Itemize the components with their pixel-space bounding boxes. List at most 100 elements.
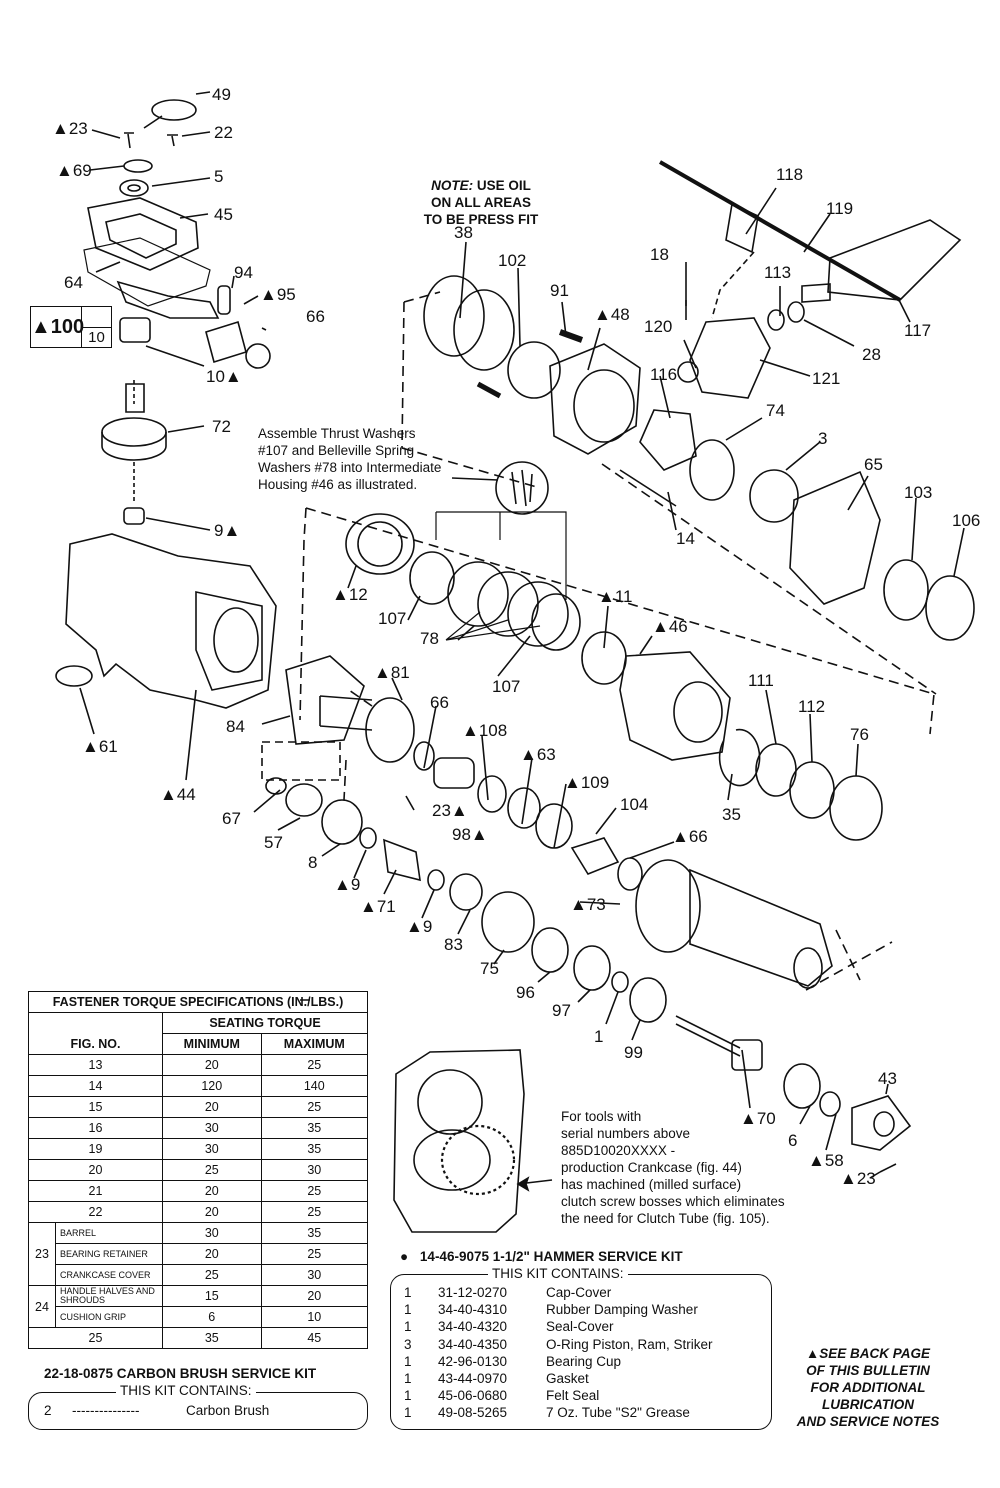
part-label-78: 78	[420, 629, 439, 648]
torque-fig-cell: 13	[28, 1054, 163, 1076]
part-label-70: ▲70	[740, 1109, 776, 1128]
part-label-38: 38	[454, 223, 473, 242]
back-page-note: ▲SEE BACK PAGE OF THIS BULLETIN FOR ADDI…	[782, 1345, 954, 1430]
hammer-kit-desc: Felt Seal	[546, 1388, 600, 1404]
seating-torque-header: SEATING TORQUE	[162, 1012, 368, 1034]
barrel-shape	[689, 868, 833, 987]
hammer-kit-desc: 7 Oz. Tube "S2" Grease	[546, 1405, 690, 1421]
hammer-kit-part: 34-40-4350	[438, 1336, 508, 1352]
part-104-shape	[570, 837, 620, 875]
part-label-95: ▲95	[260, 285, 296, 304]
torque-fig-cell: 14	[28, 1075, 163, 1097]
clamp-121-shape	[689, 317, 771, 399]
part-label-109: ▲109	[564, 773, 610, 792]
part-label-91: 91	[550, 281, 569, 300]
hammer-kit-qty: 3	[404, 1336, 412, 1352]
part-100-box-bottom: 10	[82, 327, 111, 348]
back-note-line-1: ▲SEE BACK PAGE	[805, 1346, 931, 1361]
clutch-96-shape	[531, 927, 569, 973]
part-label-10: 10▲	[206, 367, 242, 386]
part-label-83: 83	[444, 935, 463, 954]
retaining-ring-69-shape	[123, 159, 153, 173]
hammer-kit-part: 34-40-4320	[438, 1319, 508, 1335]
part-label-12: ▲12	[332, 585, 368, 604]
oil-note: NOTE: USE OIL ON ALL AREAS TO BE PRESS F…	[412, 177, 550, 228]
hammer-kit-part: 45-06-0680	[438, 1388, 508, 1404]
band-116-shape	[639, 409, 697, 471]
retainer-43-shape	[851, 1095, 912, 1151]
part-label-113: 113	[764, 263, 792, 282]
gear-73-shape	[635, 859, 701, 953]
ring-103-shape	[883, 559, 929, 621]
hammer-kit-title-text: 14-46-9075 1-1/2" HAMMER SERVICE KIT	[419, 1249, 683, 1264]
torque-blank-cell	[28, 1012, 163, 1034]
hammer-kit-desc: Rubber Damping Washer	[546, 1302, 698, 1318]
part-label-58: ▲58	[808, 1151, 844, 1170]
part-label-66a: 66	[306, 307, 325, 326]
cover-45-shape	[87, 197, 199, 271]
detail-circle-shape	[495, 461, 549, 515]
part-label-14: 14	[676, 529, 695, 548]
part-label-106: 106	[952, 511, 981, 530]
fastener-torque-table: FASTENER TORQUE SPECIFICATIONS (IN./LBS.…	[28, 991, 369, 1349]
nut-67-shape	[265, 777, 287, 795]
torque-max-cell: 45	[260, 1327, 369, 1349]
hammer-kit-qty: 1	[404, 1353, 412, 1369]
hammer-kit-title: ● 14-46-9075 1-1/2" HAMMER SERVICE KIT	[400, 1249, 683, 1264]
oil-note-line-3: TO BE PRESS FIT	[423, 212, 539, 227]
part-label-112: 112	[798, 697, 826, 716]
thrust-note-line-3: Washers #78 into Intermediate	[258, 460, 442, 475]
part-label-65: 65	[864, 455, 883, 474]
part-label-96: 96	[516, 983, 535, 1002]
torque-fig-cell: 25	[28, 1327, 163, 1349]
torque-table-title: FASTENER TORQUE SPECIFICATIONS (IN./LBS.…	[28, 991, 368, 1013]
torque-min-cell: 15	[162, 1285, 262, 1307]
hammer-kit-qty: 1	[404, 1371, 412, 1386]
part-label-22: 22	[214, 123, 233, 142]
screw-23b-shape	[405, 795, 415, 811]
needle-9c-shape	[427, 869, 445, 891]
belleville-78-shape	[447, 561, 509, 627]
part-65-shape	[789, 470, 881, 605]
hammer-kit-part: 42-96-0130	[438, 1353, 508, 1369]
part-label-107b: 107	[492, 677, 521, 696]
brush-kit-title: 22-18-0875 CARBON BRUSH SERVICE KIT	[44, 1366, 317, 1381]
hammer-kit-desc: Bearing Cup	[546, 1353, 622, 1369]
hammer-kit-desc: Cap-Cover	[546, 1285, 612, 1300]
part-label-102: 102	[498, 251, 527, 270]
clutch-97-shape	[573, 945, 611, 991]
torque-min-cell: 20	[162, 1201, 262, 1223]
bearing-12-shape	[345, 513, 415, 575]
torque-min-cell: 20	[162, 1096, 262, 1118]
part-label-5: 5	[214, 167, 224, 186]
torque-fig-cell: 22	[28, 1201, 163, 1223]
washer-28-shape	[787, 301, 805, 323]
oil-note-line-1: NOTE: USE OIL	[431, 178, 531, 193]
part-100-box-top: ▲100	[31, 307, 84, 347]
ring-66c-shape	[617, 857, 643, 891]
torque-min-cell: 20	[162, 1180, 262, 1202]
part-label-43: 43	[878, 1069, 897, 1088]
part-label-97: 97	[552, 1001, 571, 1020]
ring-74-shape	[689, 439, 735, 501]
hammer-kit-qty: 1	[404, 1405, 412, 1421]
ring-66b-shape	[413, 741, 435, 771]
part-label-75: 75	[480, 959, 499, 978]
part-label-107a: 107	[378, 609, 407, 628]
part-label-28: 28	[862, 345, 881, 364]
spring-38-shape	[423, 275, 485, 357]
brush-kit-dashes: ---------------	[72, 1403, 140, 1418]
part-label-118: 118	[776, 165, 804, 184]
part-label-1: 1	[594, 1027, 604, 1046]
part-label-67: 67	[222, 809, 241, 828]
torque-max-cell: 30	[260, 1264, 369, 1286]
torque-fig-cell: 19	[28, 1138, 163, 1160]
part-label-49: 49	[212, 85, 231, 104]
gasket-64-shape	[83, 237, 211, 307]
part-label-111: 111	[748, 671, 774, 690]
part-label-108: ▲108	[462, 721, 508, 740]
